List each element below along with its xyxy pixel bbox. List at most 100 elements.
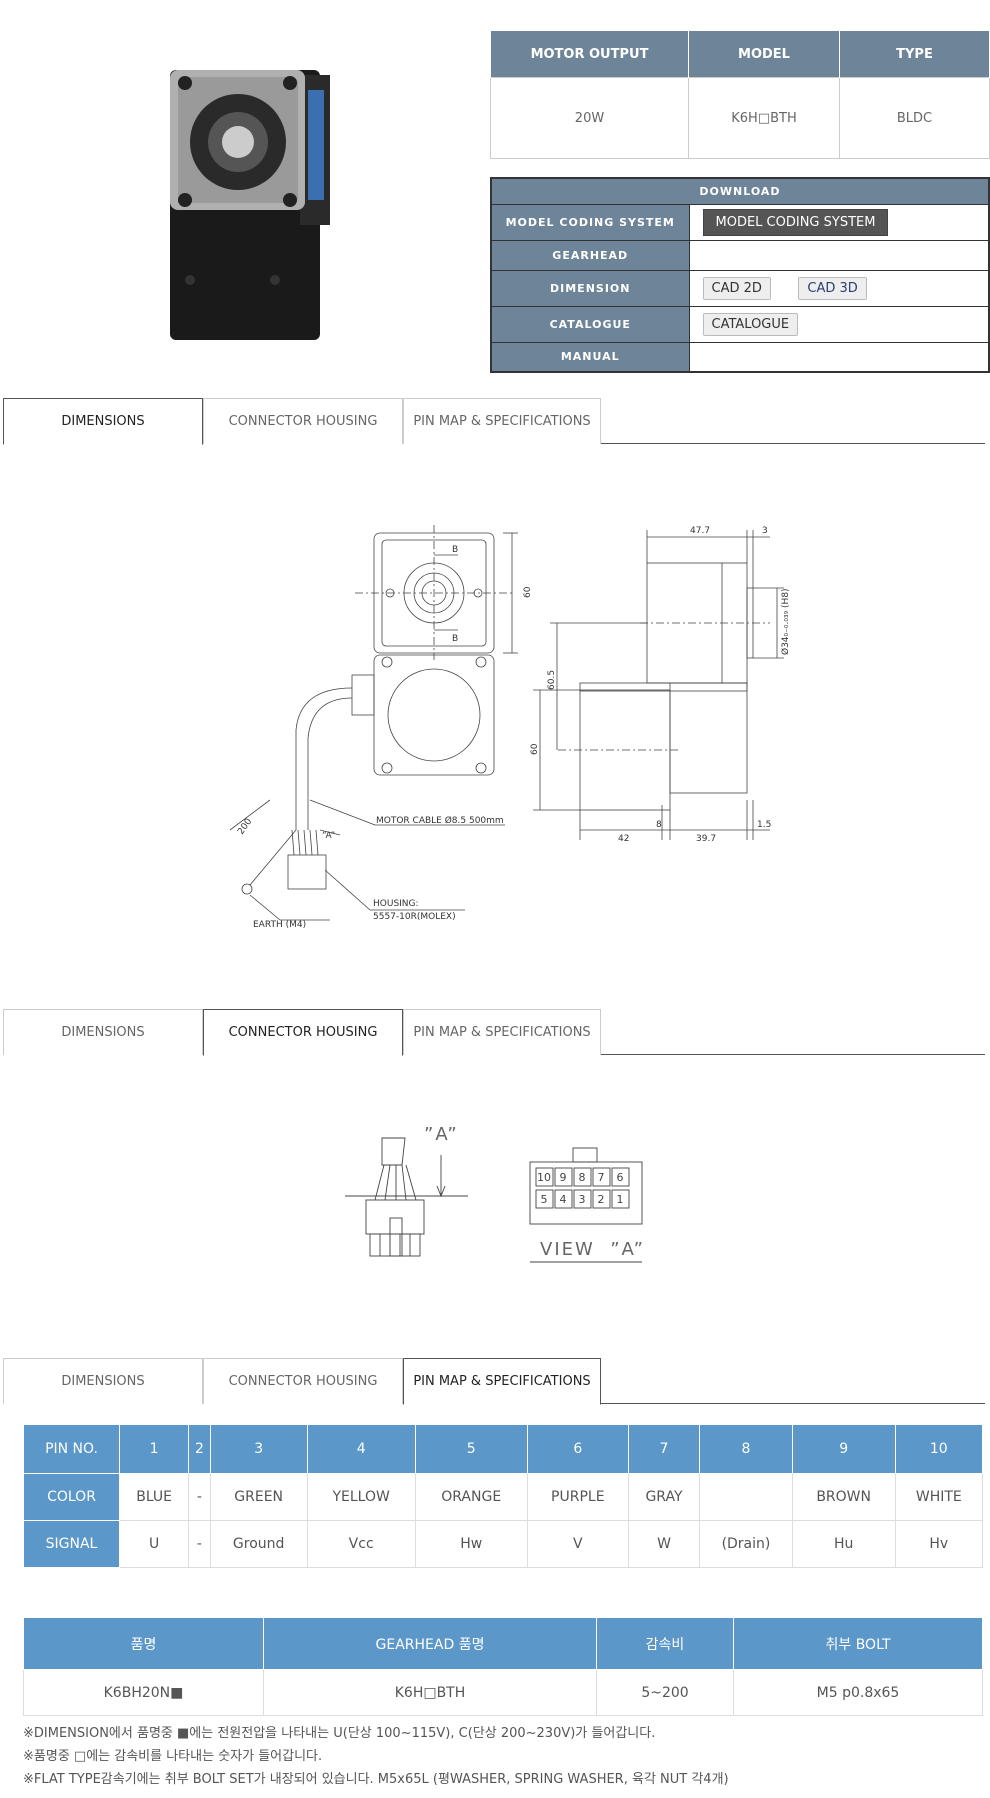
pin-header: 4 [306, 1424, 416, 1474]
note-line: ※FLAT TYPE감속기에는 취부 BOLT SET가 내장되어 있습니다. … [23, 1772, 729, 1787]
catalogue-button[interactable]: CATALOGUE [702, 312, 799, 336]
earth-label: EARTH (M4) [253, 920, 306, 930]
pin-9: 9 [560, 1171, 567, 1184]
pin-7: 7 [598, 1171, 605, 1184]
parts-value-gearhead: K6H□BTH [263, 1669, 597, 1716]
view-a-label: VIEW ”A” [540, 1239, 645, 1260]
pin-4: 4 [560, 1193, 567, 1206]
pin-header: 9 [791, 1424, 896, 1474]
parts-value-bolt: M5 p0.8x65 [733, 1669, 983, 1716]
pin-6: 6 [617, 1171, 624, 1184]
tab-bar-dimensions: DIMENSIONS CONNECTOR HOUSING PIN MAP & S… [3, 398, 985, 445]
connector-drawing: 10 9 8 7 6 5 4 3 2 1 ”A” VIEW ”A” [345, 1124, 645, 1263]
pin-header: 8 [699, 1424, 793, 1474]
label-b-top: B [452, 545, 458, 555]
pin-5: 5 [541, 1193, 548, 1206]
housing-label: HOUSING: [373, 899, 419, 909]
pin-signal: Hw [414, 1520, 528, 1568]
note-line: ※DIMENSION에서 품명중 ■에는 전원전압을 나타내는 U(단상 100… [23, 1726, 656, 1741]
spec-value-model: K6H□BTH [688, 77, 840, 159]
dim-60-top: 60 [523, 586, 533, 598]
pin-color: ORANGE [414, 1473, 528, 1521]
parts-value-ratio: 5~200 [596, 1669, 734, 1716]
pin-2: 2 [598, 1193, 605, 1206]
pin-header: 2 [188, 1424, 211, 1474]
pin-header: 3 [209, 1424, 308, 1474]
tab-connector-housing[interactable]: CONNECTOR HOUSING [203, 398, 403, 444]
connector-pin-grid [535, 1167, 630, 1209]
download-label-dimension: DIMENSION [490, 269, 690, 307]
spec-value-output: 20W [490, 77, 689, 159]
pin-signal: Hv [894, 1520, 984, 1568]
pin-signal: Ground [209, 1520, 308, 1568]
housing-part-label: 5557-10R(MOLEX) [373, 912, 456, 922]
spec-header-type: TYPE [839, 30, 990, 78]
cad-3d-button[interactable]: CAD 3D [798, 276, 867, 300]
dim-42: 42 [618, 834, 629, 844]
pin-signal: V [526, 1520, 629, 1568]
dim-1-5: 1.5 [757, 820, 771, 830]
dim-3: 3 [762, 526, 768, 536]
model-coding-system-button[interactable]: MODEL CODING SYSTEM [702, 208, 889, 236]
tab-pin-map[interactable]: PIN MAP & SPECIFICATIONS [403, 398, 601, 444]
pin-10: 10 [537, 1171, 551, 1184]
dimensions-drawing: 47.7 3 60 60.5 60 Ø34₀₋₀.₀₃₉ (H8) 42 8 3… [229, 525, 791, 930]
parts-header-bolt: 취부 BOLT [733, 1617, 983, 1670]
parts-header-gearhead: GEARHEAD 품명 [263, 1617, 597, 1670]
pin-color: BLUE [118, 1473, 190, 1521]
spec-value-type: BLDC [839, 77, 990, 159]
pin-color: GREEN [209, 1473, 308, 1521]
download-table: DOWNLOAD MODEL CODING SYSTEM MODEL CODIN… [490, 177, 990, 373]
pin-signal: (Drain) [699, 1520, 793, 1568]
pin-signal: W [627, 1520, 701, 1568]
label-b-bottom: B [452, 634, 458, 644]
dim-47-7: 47.7 [690, 526, 710, 536]
pin-color: YELLOW [306, 1473, 416, 1521]
tab-connector-housing[interactable]: CONNECTOR HOUSING [203, 1358, 403, 1404]
tab-dimensions[interactable]: DIMENSIONS [3, 398, 203, 445]
pin-header: PIN NO. [23, 1424, 120, 1474]
pin-row-label-signal: SIGNAL [23, 1520, 120, 1568]
pin-8: 8 [579, 1171, 586, 1184]
note-line: ※품명중 □에는 감속비를 나타내는 숫자가 들어갑니다. [23, 1749, 323, 1764]
pin-header: 5 [414, 1424, 528, 1474]
tab-bar-pinmap: DIMENSIONS CONNECTOR HOUSING PIN MAP & S… [3, 1358, 985, 1405]
pin-header: 7 [627, 1424, 701, 1474]
dim-8: 8 [656, 820, 662, 830]
pin-header: 10 [894, 1424, 984, 1474]
pin-color: WHITE [894, 1473, 984, 1521]
pin-color: BROWN [791, 1473, 896, 1521]
pin-signal: Hu [791, 1520, 896, 1568]
parts-value-name: K6BH20N■ [23, 1669, 264, 1716]
pin-signal: Vcc [306, 1520, 416, 1568]
dim-h8: Ø34₀₋₀.₀₃₉ (H8) [780, 588, 791, 655]
spec-table: MOTOR OUTPUT MODEL TYPE 20W K6H□BTH BLDC [490, 30, 990, 159]
dim-200: 200 [236, 817, 254, 837]
cad-2d-button[interactable]: CAD 2D [702, 276, 771, 300]
pin-signal: - [188, 1520, 211, 1568]
pin-signal: U [118, 1520, 190, 1568]
dim-39-7: 39.7 [696, 834, 716, 844]
tab-pin-map[interactable]: PIN MAP & SPECIFICATIONS [403, 1358, 601, 1405]
spec-header-model: MODEL [688, 30, 840, 78]
motor-cable-label: MOTOR CABLE Ø8.5 500mm [376, 815, 504, 826]
download-title: DOWNLOAD [490, 177, 990, 205]
pin-1: 1 [617, 1193, 624, 1206]
connector-label-a: ”A” [424, 1124, 459, 1145]
spec-header-output: MOTOR OUTPUT [490, 30, 689, 78]
motor-photo [170, 70, 330, 340]
download-label-catalogue: CATALOGUE [490, 305, 690, 343]
tab-dimensions[interactable]: DIMENSIONS [3, 1009, 203, 1055]
tab-dimensions[interactable]: DIMENSIONS [3, 1358, 203, 1404]
pin-header: 1 [118, 1424, 190, 1474]
pin-color [699, 1473, 793, 1521]
tab-pin-map[interactable]: PIN MAP & SPECIFICATIONS [403, 1009, 601, 1055]
tab-connector-housing[interactable]: CONNECTOR HOUSING [203, 1009, 403, 1056]
label-a: “A” [322, 831, 335, 841]
pin-color: GRAY [627, 1473, 701, 1521]
parts-header-name: 품명 [23, 1617, 264, 1670]
parts-header-ratio: 감속비 [596, 1617, 734, 1670]
parts-table: 품명 GEARHEAD 품명 감속비 취부 BOLT K6BH20N■ K6H□… [23, 1617, 983, 1716]
pin-row-label-color: COLOR [23, 1473, 120, 1521]
pin-color: PURPLE [526, 1473, 629, 1521]
